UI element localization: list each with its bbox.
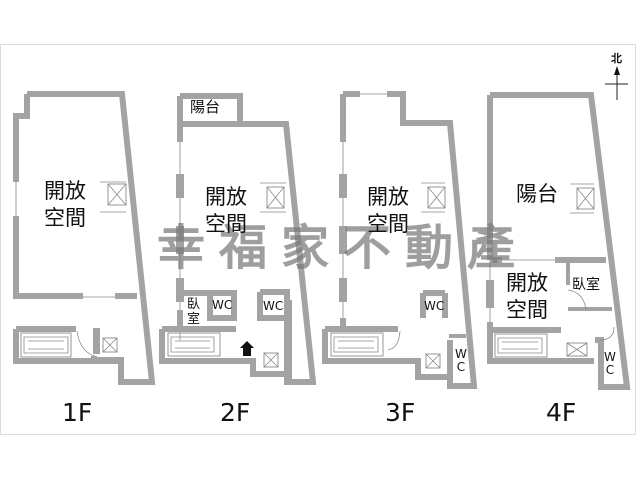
room-label-line: 空間 (367, 212, 409, 236)
floorplan-frame (0, 44, 636, 435)
room-3f-wc-2: W C (455, 348, 467, 374)
wc-label-line: W (604, 350, 616, 364)
room-2f-bedroom: 臥 室 (187, 297, 200, 327)
floor-label-4f: 4F (546, 398, 577, 427)
room-label-line: 空間 (44, 206, 86, 230)
floor-4f-plan (486, 92, 631, 390)
room-2f-wc-1: WC (212, 298, 233, 312)
room-label-line: 室 (187, 312, 201, 327)
room-label-line: 開放 (506, 271, 548, 295)
room-4f-wc: W C (604, 351, 616, 377)
room-4f-open-space: 開放 空間 (506, 270, 548, 324)
room-4f-balcony: 陽台 (516, 182, 558, 206)
room-2f-open-space: 開放 空間 (205, 184, 247, 238)
watermark: 幸福家不動產 (157, 220, 530, 276)
floor-label-2f: 2F (220, 398, 251, 427)
room-label-line: 空間 (205, 212, 247, 236)
room-label-line: 開放 (44, 179, 86, 203)
north-label: 北 (611, 52, 622, 65)
floor-1f-plan (13, 91, 156, 385)
room-3f-open-space: 開放 空間 (367, 184, 409, 238)
wc-label-line: W (455, 347, 467, 361)
wc-label-line: C (456, 360, 466, 374)
floor-label-1f: 1F (62, 398, 93, 427)
room-1f-open-space: 開放 空間 (44, 178, 86, 232)
room-label-line: 空間 (506, 298, 548, 322)
floor-2f-plan (159, 93, 317, 385)
room-label-line: 臥 (187, 297, 201, 312)
room-3f-wc-1: WC (424, 299, 445, 313)
north-arrow-icon (605, 66, 628, 100)
floor-label-3f: 3F (385, 398, 416, 427)
room-label-line: 開放 (367, 185, 409, 209)
room-2f-wc-2: WC (263, 299, 284, 313)
room-2f-balcony: 陽台 (190, 98, 221, 116)
room-label-line: 開放 (205, 185, 247, 209)
room-4f-bedroom: 臥室 (572, 277, 600, 293)
wc-label-line: C (605, 363, 615, 377)
floor-3f-plan (322, 91, 478, 389)
